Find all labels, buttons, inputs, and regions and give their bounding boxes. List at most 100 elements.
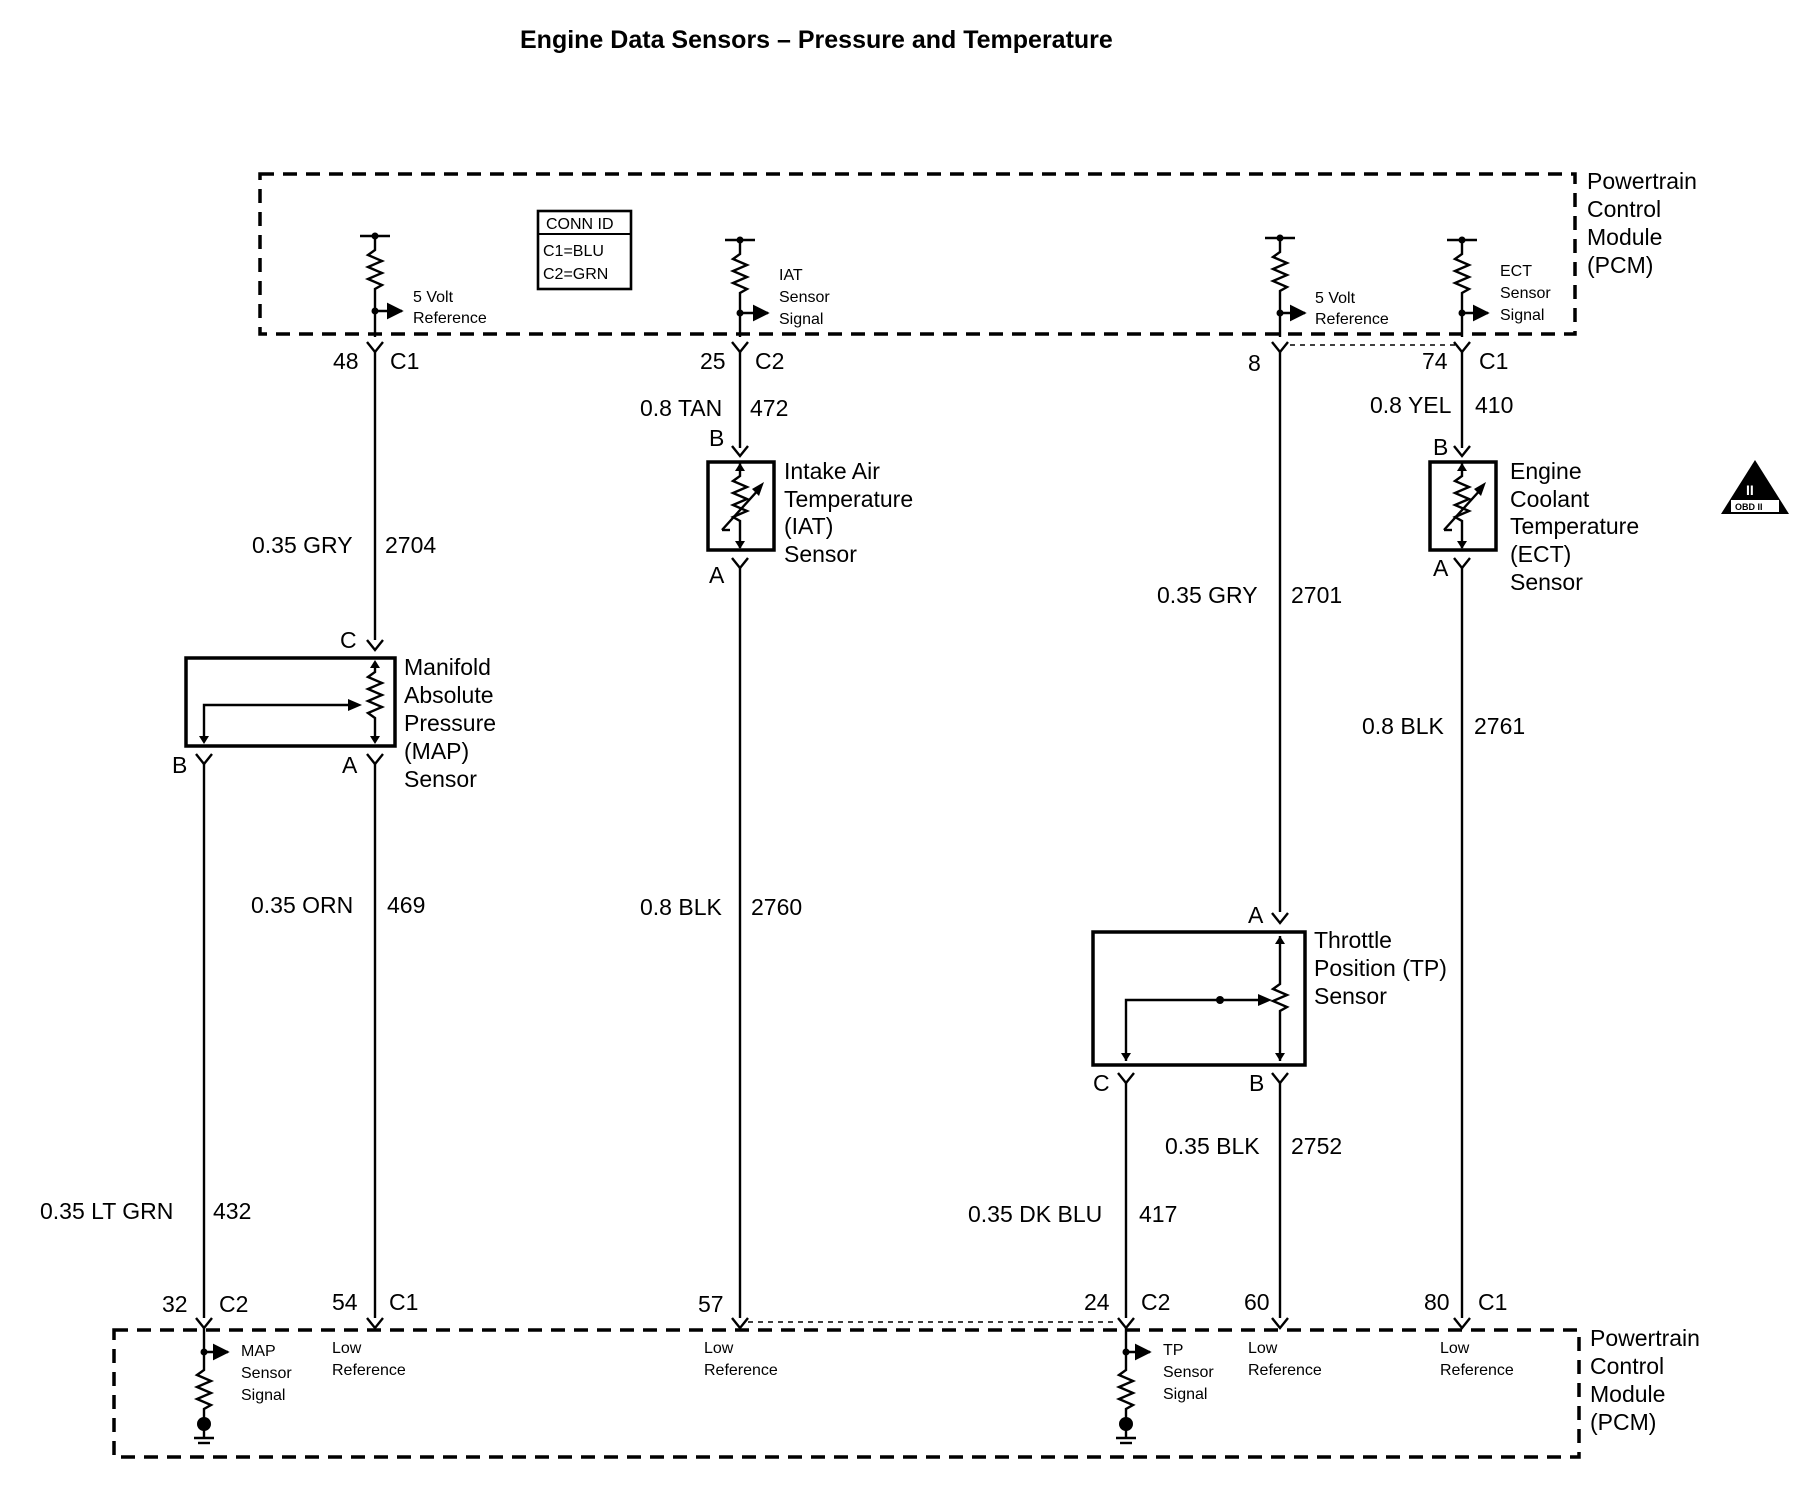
svg-text:0.35 DK BLU: 0.35 DK BLU [968,1201,1102,1227]
wire-2752: 0.35 BLK 2752 [1165,1083,1342,1318]
svg-text:Reference: Reference [704,1362,778,1379]
svg-text:(PCM): (PCM) [1587,252,1653,278]
svg-text:32: 32 [162,1291,188,1317]
svg-text:C2: C2 [755,348,784,374]
pcm-low-reference-80: 80 C1 Low Reference [1424,1289,1514,1379]
svg-text:57: 57 [698,1291,724,1317]
svg-text:Reference: Reference [413,310,487,327]
svg-text:(IAT): (IAT) [784,513,833,539]
svg-text:Reference: Reference [1248,1362,1322,1379]
svg-text:C: C [1093,1070,1110,1096]
wire-2760: 0.8 BLK 2760 [640,568,802,1318]
svg-text:Throttle: Throttle [1314,927,1392,953]
svg-text:B: B [1249,1070,1264,1096]
svg-text:Sensor: Sensor [779,289,830,306]
svg-text:0.35 LT GRN: 0.35 LT GRN [40,1198,173,1224]
wire-410: 0.8 YEL 410 [1370,352,1513,448]
svg-text:B: B [1433,434,1448,460]
svg-text:Reference: Reference [332,1362,406,1379]
pcm-top-label: Powertrain Control Module (PCM) [1587,168,1697,278]
svg-text:C1: C1 [1478,1289,1507,1315]
svg-text:(MAP): (MAP) [404,738,469,764]
pcm-5v-reference-circuit-1: 5 Volt Reference 48 C1 [333,232,487,374]
svg-text:A: A [1433,555,1449,581]
pcm-bottom-label: Powertrain Control Module (PCM) [1590,1325,1700,1435]
obd-ii-badge: II OBD II [1721,460,1789,514]
svg-text:80: 80 [1424,1289,1450,1315]
tp-sensor: A Throttle Position (TP) Sensor C B [1091,902,1447,1096]
svg-text:Control: Control [1590,1353,1664,1379]
svg-text:48: 48 [333,348,359,374]
svg-text:0.8 YEL: 0.8 YEL [1370,392,1452,418]
svg-text:Low: Low [332,1340,362,1357]
map-sensor: C Manifold Absolute Pressure (MAP) Senso… [172,627,496,792]
svg-text:Signal: Signal [1500,307,1544,324]
svg-text:MAP: MAP [241,1343,276,1360]
svg-text:A: A [342,752,358,778]
svg-text:Powertrain: Powertrain [1590,1325,1700,1351]
svg-text:C1: C1 [1479,348,1508,374]
svg-text:74: 74 [1422,348,1448,374]
svg-text:Manifold: Manifold [404,654,491,680]
wire-469: 0.35 ORN 469 [251,764,425,1318]
svg-text:II: II [1746,482,1754,498]
svg-text:Sensor: Sensor [784,541,857,567]
svg-text:CONN ID: CONN ID [546,216,614,233]
conn-id-box: CONN ID C1=BLU C2=GRN [536,209,633,291]
svg-text:0.8 BLK: 0.8 BLK [1362,713,1444,739]
svg-text:(PCM): (PCM) [1590,1409,1656,1435]
svg-text:C1=BLU: C1=BLU [543,243,604,260]
iat-sensor: B Intake Air Temperature (IAT) Sensor A [706,425,913,588]
svg-text:Absolute: Absolute [404,682,494,708]
svg-text:Sensor: Sensor [1163,1364,1214,1381]
svg-text:0.8 TAN: 0.8 TAN [640,395,722,421]
svg-text:2704: 2704 [385,532,436,558]
svg-text:0.35 GRY: 0.35 GRY [252,532,353,558]
pcm-map-signal-circuit: 32 C2 MAP Sensor Signal [162,1291,292,1445]
pcm-low-reference-57: 57 Low Reference [698,1291,778,1379]
wire-2761: 0.8 BLK 2761 [1362,568,1525,1318]
wire-2701: 0.35 GRY 2701 [1157,352,1342,912]
svg-text:OBD II: OBD II [1735,502,1763,512]
svg-text:(ECT): (ECT) [1510,541,1571,567]
svg-text:Control: Control [1587,196,1661,222]
pcm-tp-signal-circuit: 24 C2 TP Sensor Signal [1084,1289,1214,1445]
svg-text:Coolant: Coolant [1510,486,1590,512]
svg-text:Low: Low [1248,1340,1278,1357]
wire-2704: 0.35 GRY 2704 [252,352,436,640]
svg-text:0.35 BLK: 0.35 BLK [1165,1133,1260,1159]
svg-text:Intake Air: Intake Air [784,458,880,484]
pcm-5v-reference-circuit-2: 5 Volt Reference 8 [1248,234,1389,376]
pcm-low-reference-60: 60 Low Reference [1244,1289,1322,1379]
svg-text:469: 469 [387,892,425,918]
svg-text:C1: C1 [389,1289,418,1315]
svg-text:Module: Module [1590,1381,1665,1407]
svg-text:Signal: Signal [241,1387,285,1404]
diagram-title: Engine Data Sensors – Pressure and Tempe… [520,26,1113,54]
svg-text:0.8 BLK: 0.8 BLK [640,894,722,920]
svg-text:2760: 2760 [751,894,802,920]
wire-432: 0.35 LT GRN 432 [40,764,251,1318]
pcm-iat-signal-circuit: IAT Sensor Signal 25 C2 [700,236,830,374]
svg-text:C1: C1 [390,348,419,374]
svg-text:Reference: Reference [1440,1362,1514,1379]
svg-text:C2=GRN: C2=GRN [543,266,608,283]
svg-text:2761: 2761 [1474,713,1525,739]
svg-text:472: 472 [750,395,788,421]
svg-text:5 Volt: 5 Volt [1315,290,1356,307]
svg-text:Temperature: Temperature [1510,513,1639,539]
svg-text:0.35 GRY: 0.35 GRY [1157,582,1258,608]
svg-text:2701: 2701 [1291,582,1342,608]
svg-text:8: 8 [1248,350,1261,376]
svg-text:Sensor: Sensor [1510,569,1583,595]
svg-text:24: 24 [1084,1289,1110,1315]
svg-text:410: 410 [1475,392,1513,418]
svg-text:Sensor: Sensor [1500,285,1551,302]
ect-sensor: B Engine Coolant Temperature (ECT) Senso… [1428,434,1639,595]
svg-text:IAT: IAT [779,267,803,284]
svg-text:B: B [172,752,187,778]
svg-text:25: 25 [700,348,726,374]
svg-text:Engine: Engine [1510,458,1582,484]
svg-text:C2: C2 [219,1291,248,1317]
